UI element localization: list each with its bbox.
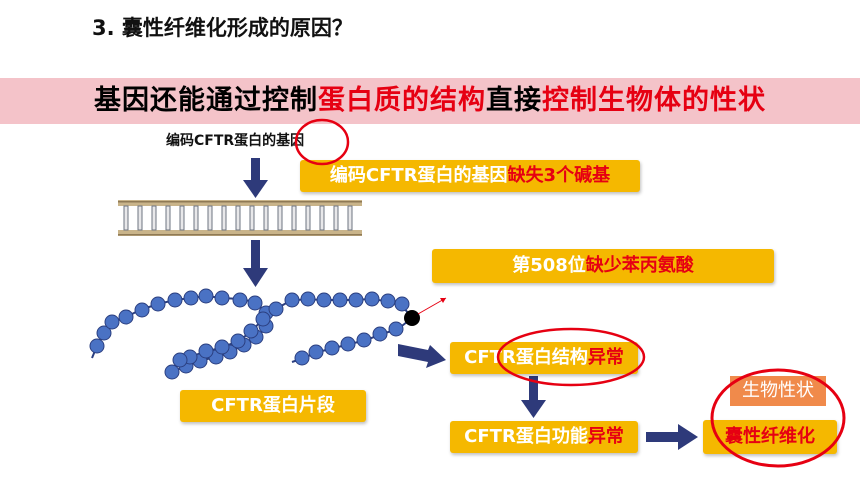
amino-acid-text: 第508位 [512, 255, 586, 276]
gene-label: 编码CFTR蛋白的基因 [166, 133, 305, 149]
ellipse-structure [496, 327, 646, 387]
right-arrow-2 [646, 424, 698, 450]
down-arrow-3 [521, 376, 546, 418]
gene-mutation-box: 编码CFTR蛋白的基因缺失3个碱基 [300, 160, 640, 192]
banner-part-2: 蛋白质的结构 [318, 85, 486, 116]
trait-label: 生物性状 [730, 376, 826, 406]
protein-structure-box: CFTR蛋白结构异常 [450, 342, 638, 374]
disease-text: 囊性纤维化 [725, 426, 815, 447]
gene-mutation-highlight: 缺失3个碱基 [507, 165, 611, 186]
gene-mutation-text: 编码CFTR蛋白的基因 [329, 165, 508, 186]
page-title: 3. 囊性纤维化形成的原因？ [92, 16, 353, 40]
banner-part-1: 基因还能通过控制 [94, 85, 318, 116]
right-arrow-1 [398, 344, 446, 368]
protein-fragment-box: CFTR蛋白片段 [180, 390, 366, 422]
amino-acid-box: 第508位缺少苯丙氨酸 [432, 249, 774, 283]
banner-part-4: 控制生物体的性状 [542, 85, 766, 116]
banner-text: 基因还能通过控制蛋白质的结构直接控制生物体的性状 [0, 78, 860, 124]
protein-structure-text: CFTR蛋白结构 [464, 347, 588, 368]
down-arrow-2 [243, 240, 268, 287]
ellipse-trait [710, 368, 846, 468]
dna-ladder [118, 200, 362, 236]
protein-structure-highlight: 异常 [587, 347, 624, 368]
protein-function-box: CFTR蛋白功能异常 [450, 421, 638, 453]
down-arrow-1 [243, 158, 268, 198]
protein-fragment-text: CFTR蛋白片段 [211, 395, 335, 416]
amino-acid-highlight: 缺少苯丙氨酸 [585, 255, 694, 276]
ellipse-gene [294, 118, 350, 166]
protein-function-text: CFTR蛋白功能 [464, 426, 588, 447]
pointer-arrow [417, 297, 447, 315]
banner-part-3: 直接 [486, 85, 542, 116]
protein-chain [89, 288, 420, 380]
protein-function-highlight: 异常 [587, 426, 624, 447]
conclusion-banner: 基因还能通过控制蛋白质的结构直接控制生物体的性状 [0, 78, 860, 124]
